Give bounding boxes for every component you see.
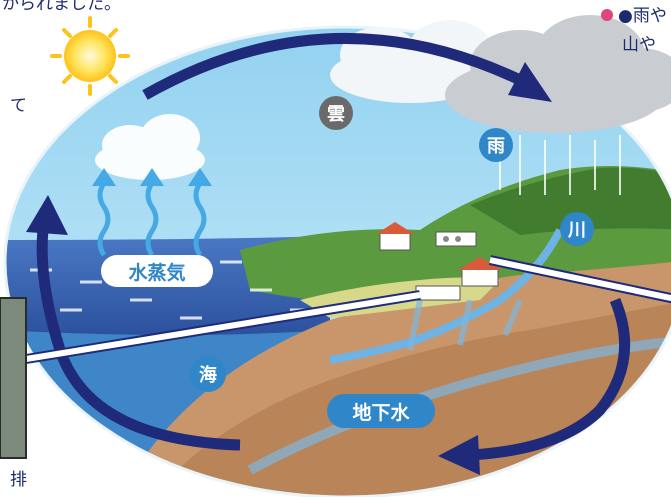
factory-icon	[435, 231, 477, 247]
note-line1: ●雨や	[618, 6, 667, 26]
river-label: 川	[560, 212, 594, 246]
cycle-arrows	[26, 33, 631, 475]
vapor-arrowheads	[92, 168, 212, 186]
house-icon	[376, 222, 414, 251]
factory-icon	[415, 285, 461, 301]
rain-lines	[499, 135, 621, 195]
header-cut-text: かられました。	[2, 0, 121, 14]
seepage-lines	[407, 298, 523, 351]
rain-label: 雨	[479, 128, 513, 162]
rain-cloud-icon	[445, 15, 671, 133]
house-icon	[458, 257, 502, 287]
callout-lines	[19, 255, 671, 365]
note-line2: 山や	[622, 35, 656, 55]
photo-stub	[0, 297, 27, 459]
left-cut-text: て	[10, 96, 27, 116]
cloud-label: 雲	[319, 96, 353, 130]
vapor-label: 水蒸気	[101, 255, 213, 287]
groundwater-label: 地下水	[327, 394, 435, 428]
bottom-cut-text: 排	[10, 470, 27, 490]
sun-icon	[50, 16, 130, 96]
groundwater-flow	[247, 335, 671, 475]
vapor-arrows	[97, 181, 207, 257]
sea-label: 海	[190, 356, 226, 392]
note-dot	[601, 9, 613, 21]
cloud-icon	[95, 114, 205, 180]
hill-dark	[470, 167, 671, 235]
